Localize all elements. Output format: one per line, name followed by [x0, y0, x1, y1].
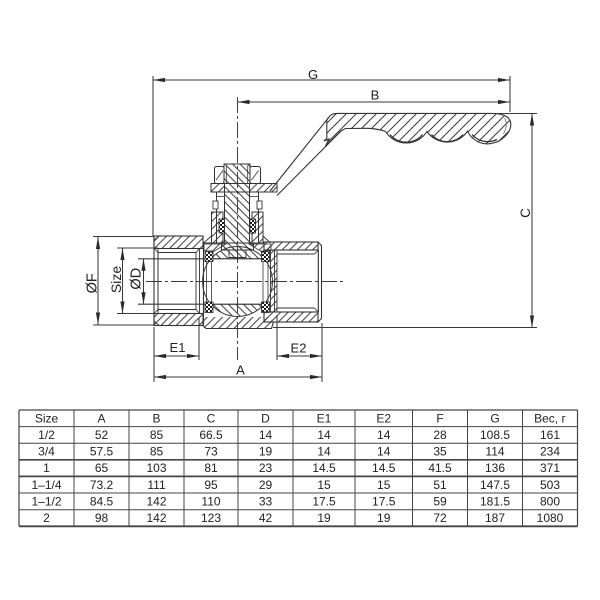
svg-text:B: B — [371, 88, 380, 103]
svg-text:85: 85 — [150, 445, 164, 459]
svg-text:F: F — [436, 412, 443, 426]
svg-text:E2: E2 — [291, 341, 307, 356]
svg-text:800: 800 — [540, 495, 560, 509]
svg-text:14: 14 — [317, 428, 331, 442]
svg-text:Size: Size — [35, 412, 59, 426]
svg-text:42: 42 — [259, 511, 273, 525]
svg-text:111: 111 — [147, 478, 166, 492]
svg-text:84.5: 84.5 — [90, 495, 114, 509]
svg-text:65: 65 — [95, 461, 109, 475]
svg-text:161: 161 — [540, 428, 560, 442]
svg-text:19: 19 — [317, 511, 331, 525]
svg-text:14: 14 — [377, 445, 391, 459]
svg-text:142: 142 — [146, 511, 166, 525]
svg-text:59: 59 — [433, 495, 447, 509]
svg-text:181.5: 181.5 — [480, 495, 510, 509]
svg-text:E1: E1 — [317, 412, 332, 426]
svg-text:110: 110 — [201, 495, 220, 509]
svg-text:114: 114 — [485, 445, 504, 459]
svg-text:17.5: 17.5 — [372, 495, 396, 509]
svg-text:19: 19 — [377, 511, 391, 525]
svg-text:51: 51 — [433, 478, 447, 492]
svg-text:C: C — [207, 412, 216, 426]
svg-text:15: 15 — [377, 478, 391, 492]
svg-text:1/2: 1/2 — [38, 428, 55, 442]
svg-text:95: 95 — [204, 478, 218, 492]
svg-text:142: 142 — [146, 495, 166, 509]
svg-text:15: 15 — [317, 478, 331, 492]
svg-text:14: 14 — [377, 428, 391, 442]
svg-text:1–1/2: 1–1/2 — [31, 495, 61, 509]
svg-text:G: G — [308, 67, 318, 82]
svg-text:Вес, г: Вес, г — [534, 412, 566, 426]
svg-text:503: 503 — [540, 478, 560, 492]
svg-text:ØF: ØF — [85, 273, 101, 293]
svg-text:136: 136 — [485, 461, 505, 475]
svg-text:35: 35 — [433, 445, 447, 459]
svg-text:C: C — [518, 208, 533, 218]
svg-text:E1: E1 — [170, 340, 186, 355]
svg-text:23: 23 — [259, 461, 273, 475]
svg-text:371: 371 — [540, 461, 560, 475]
svg-text:73.2: 73.2 — [90, 478, 114, 492]
svg-text:19: 19 — [259, 445, 273, 459]
svg-text:ØD: ØD — [129, 268, 145, 290]
svg-text:D: D — [261, 412, 270, 426]
svg-text:98: 98 — [95, 511, 109, 525]
svg-text:52: 52 — [95, 428, 109, 442]
svg-text:3/4: 3/4 — [38, 445, 55, 459]
svg-text:33: 33 — [259, 495, 273, 509]
svg-text:17.5: 17.5 — [312, 495, 336, 509]
svg-text:A: A — [97, 412, 105, 426]
svg-text:14: 14 — [317, 445, 331, 459]
svg-text:108.5: 108.5 — [480, 428, 510, 442]
svg-text:14: 14 — [259, 428, 273, 442]
svg-text:57.5: 57.5 — [90, 445, 114, 459]
svg-text:72: 72 — [433, 511, 447, 525]
svg-text:147.5: 147.5 — [480, 478, 510, 492]
svg-text:234: 234 — [540, 445, 560, 459]
svg-text:1080: 1080 — [537, 511, 564, 525]
svg-text:73: 73 — [204, 445, 218, 459]
svg-text:103: 103 — [146, 461, 166, 475]
svg-text:G: G — [490, 412, 499, 426]
svg-text:B: B — [152, 412, 160, 426]
svg-text:66.5: 66.5 — [199, 428, 223, 442]
svg-text:2: 2 — [43, 511, 50, 525]
svg-text:1: 1 — [43, 461, 50, 475]
svg-text:81: 81 — [204, 461, 218, 475]
svg-text:14.5: 14.5 — [372, 461, 396, 475]
svg-text:187: 187 — [485, 511, 505, 525]
svg-text:29: 29 — [259, 478, 273, 492]
svg-text:123: 123 — [201, 511, 221, 525]
svg-text:28: 28 — [433, 428, 447, 442]
svg-text:85: 85 — [150, 428, 164, 442]
svg-text:14.5: 14.5 — [312, 461, 336, 475]
svg-text:1–1/4: 1–1/4 — [31, 478, 61, 492]
svg-text:Size: Size — [108, 266, 124, 293]
svg-text:E2: E2 — [376, 412, 391, 426]
svg-text:A: A — [236, 363, 245, 378]
svg-text:41.5: 41.5 — [428, 461, 452, 475]
